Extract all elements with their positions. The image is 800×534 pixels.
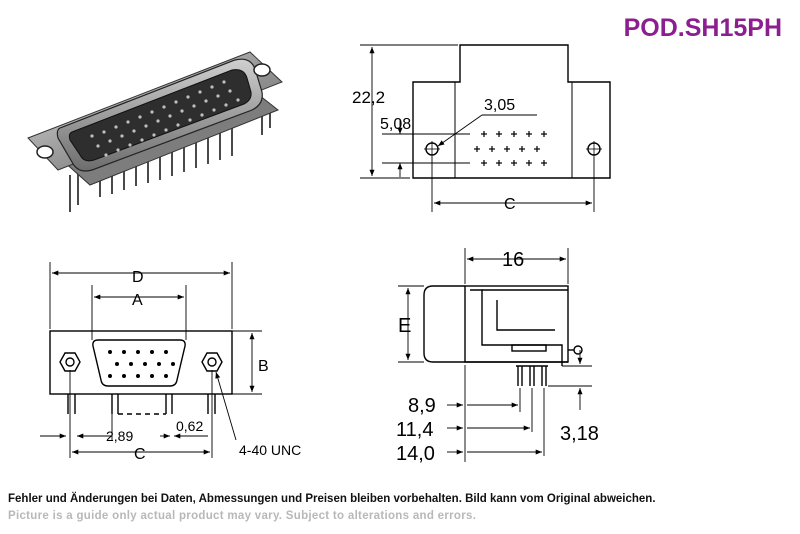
dim-a: A	[132, 292, 143, 309]
disclaimer-german: Fehler und Änderungen bei Daten, Abmessu…	[8, 493, 656, 505]
pin-pattern-side	[474, 131, 547, 166]
dim-pitch: 5,08	[380, 116, 411, 133]
dim-width-16: 16	[502, 249, 524, 271]
profile-view	[423, 285, 583, 386]
front-view-dimensions	[40, 262, 262, 458]
dim-hole: 3,05	[484, 97, 515, 114]
disclaimer-english: Picture is a guide only actual product m…	[8, 510, 477, 522]
dim-11-4: 11,4	[396, 419, 433, 441]
screw-thread-label: 4-40 UNC	[239, 442, 301, 458]
part-number-title: POD.SH15PH	[623, 14, 782, 42]
dim-8-9: 8,9	[408, 395, 436, 417]
dim-height: 22,2	[352, 88, 385, 107]
dim-c-front: C	[134, 446, 146, 463]
dim-e: E	[398, 315, 411, 337]
dim-14-0: 14,0	[396, 443, 435, 465]
connector-photo	[27, 51, 283, 212]
dim-c-side: C	[504, 196, 516, 213]
side-view-dimensions	[360, 44, 595, 212]
profile-view-dimensions	[398, 248, 592, 462]
dim-d: D	[132, 269, 144, 286]
dim-offset-1: 2,89	[106, 428, 133, 444]
dim-b: B	[258, 358, 269, 375]
front-view	[49, 330, 233, 415]
dim-pin-length: 3,18	[560, 423, 599, 445]
side-view	[412, 44, 611, 179]
dim-offset-2: 0,62	[176, 418, 203, 434]
pin-pattern-front	[108, 350, 175, 378]
